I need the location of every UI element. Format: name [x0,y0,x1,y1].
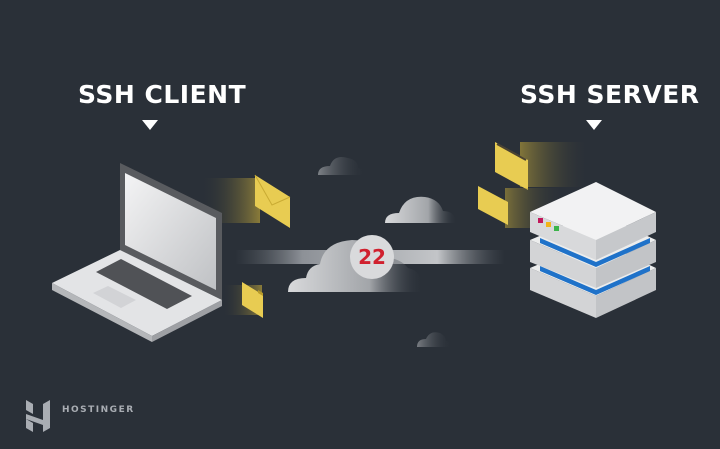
server-triangle-down-icon [586,120,602,130]
cloud-icon-small-top [318,157,366,175]
server-led-yellow [546,222,551,227]
hostinger-h-logo-icon [26,400,50,432]
port-number-label: 22 [358,245,386,269]
laptop-icon [52,163,222,342]
envelope-icon-client-top [254,174,291,228]
ssh-server-title: SSH SERVER [520,80,700,109]
client-triangle-down-icon [142,120,158,130]
cloud-icon-small-bottom [417,332,452,347]
envelope-icon-server-bottom [478,186,508,225]
server-stack-icon [530,182,656,318]
folder-icon-server-top [495,142,528,190]
brand-name: HOSTINGER [62,405,135,415]
server-led-green [554,226,559,231]
cloud-icon-medium [385,196,457,223]
ssh-client-title: SSH CLIENT [78,80,247,109]
server-led-red [538,218,543,223]
folder-icon-client-bottom [242,282,263,318]
port-circle [350,235,394,279]
